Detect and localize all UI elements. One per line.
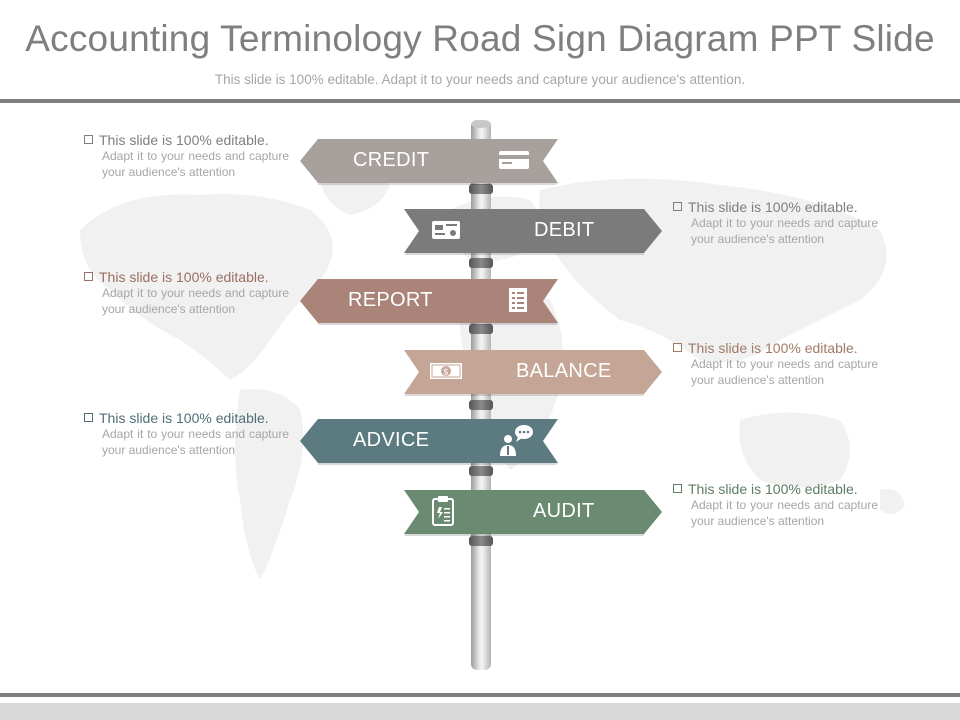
speech-person-icon <box>496 423 533 456</box>
note-advice-heading: This slide is 100% editable. <box>99 410 269 426</box>
sign-report-label: REPORT <box>348 289 433 311</box>
bottom-divider <box>0 693 960 697</box>
sign-report-board <box>300 279 558 323</box>
signpost-pole-cap <box>471 120 491 128</box>
checkbox-icon <box>673 202 682 211</box>
sign-debit-board <box>404 209 662 253</box>
sign-credit-label: CREDIT <box>353 149 430 171</box>
checkbox-icon <box>84 135 93 144</box>
sign-balance-board <box>404 350 662 394</box>
checklist-icon <box>503 285 535 315</box>
note-credit-body: Adapt it to your needs and capture your … <box>102 149 289 179</box>
banknote-icon: $ <box>429 356 462 386</box>
pole-clamp <box>469 466 493 476</box>
checkbox-icon <box>673 343 682 352</box>
pole-clamp <box>469 324 493 334</box>
note-credit: This slide is 100% editable. Adapt it to… <box>84 132 289 180</box>
checkbox-icon <box>673 484 682 493</box>
sign-credit-board <box>300 139 558 183</box>
note-audit: This slide is 100% editable. Adapt it to… <box>673 481 878 529</box>
sign-audit-label: AUDIT <box>533 500 595 522</box>
slide-subtitle: This slide is 100% editable. Adapt it to… <box>214 72 746 87</box>
note-audit-heading: This slide is 100% editable. <box>688 481 858 497</box>
sign-debit-label: DEBIT <box>534 219 595 241</box>
footer-band <box>0 703 960 720</box>
note-report-body: Adapt it to your needs and capture your … <box>102 286 289 316</box>
checkbox-icon <box>84 413 93 422</box>
note-debit: This slide is 100% editable. Adapt it to… <box>673 199 878 247</box>
sign-report: REPORT <box>298 277 560 325</box>
note-report-heading: This slide is 100% editable. <box>99 269 269 285</box>
note-balance-heading: This slide is 100% editable. <box>688 340 858 356</box>
pole-clamp <box>469 400 493 410</box>
pole-clamp <box>469 536 493 546</box>
note-debit-heading: This slide is 100% editable. <box>688 199 858 215</box>
bank-card-icon <box>430 215 462 245</box>
pole-clamp <box>469 184 493 194</box>
sign-advice-board <box>300 419 558 463</box>
clipboard-icon <box>428 495 460 526</box>
note-credit-heading: This slide is 100% editable. <box>99 132 269 148</box>
note-audit-body: Adapt it to your needs and capture your … <box>691 498 878 528</box>
sign-audit-board <box>404 490 662 534</box>
note-debit-body: Adapt it to your needs and capture your … <box>691 216 878 246</box>
pole-clamp <box>469 258 493 268</box>
sign-advice: ADVICE <box>298 417 560 465</box>
sign-balance: $ BALANCE <box>402 348 664 396</box>
sign-audit: AUDIT <box>402 488 664 536</box>
checkbox-icon <box>84 272 93 281</box>
note-balance-body: Adapt it to your needs and capture your … <box>691 357 878 387</box>
note-balance: This slide is 100% editable. Adapt it to… <box>673 340 878 388</box>
note-report: This slide is 100% editable. Adapt it to… <box>84 269 289 317</box>
sign-balance-label: BALANCE <box>516 360 612 382</box>
credit-card-icon <box>498 145 530 175</box>
sign-advice-label: ADVICE <box>353 429 430 451</box>
note-advice-body: Adapt it to your needs and capture your … <box>102 427 289 457</box>
slide-title: Accounting Terminology Road Sign Diagram… <box>25 18 935 59</box>
sign-debit: DEBIT <box>402 207 664 255</box>
top-divider <box>0 99 960 103</box>
note-advice: This slide is 100% editable. Adapt it to… <box>84 410 289 458</box>
svg-text:$: $ <box>443 368 449 378</box>
sign-credit: CREDIT <box>298 137 560 185</box>
